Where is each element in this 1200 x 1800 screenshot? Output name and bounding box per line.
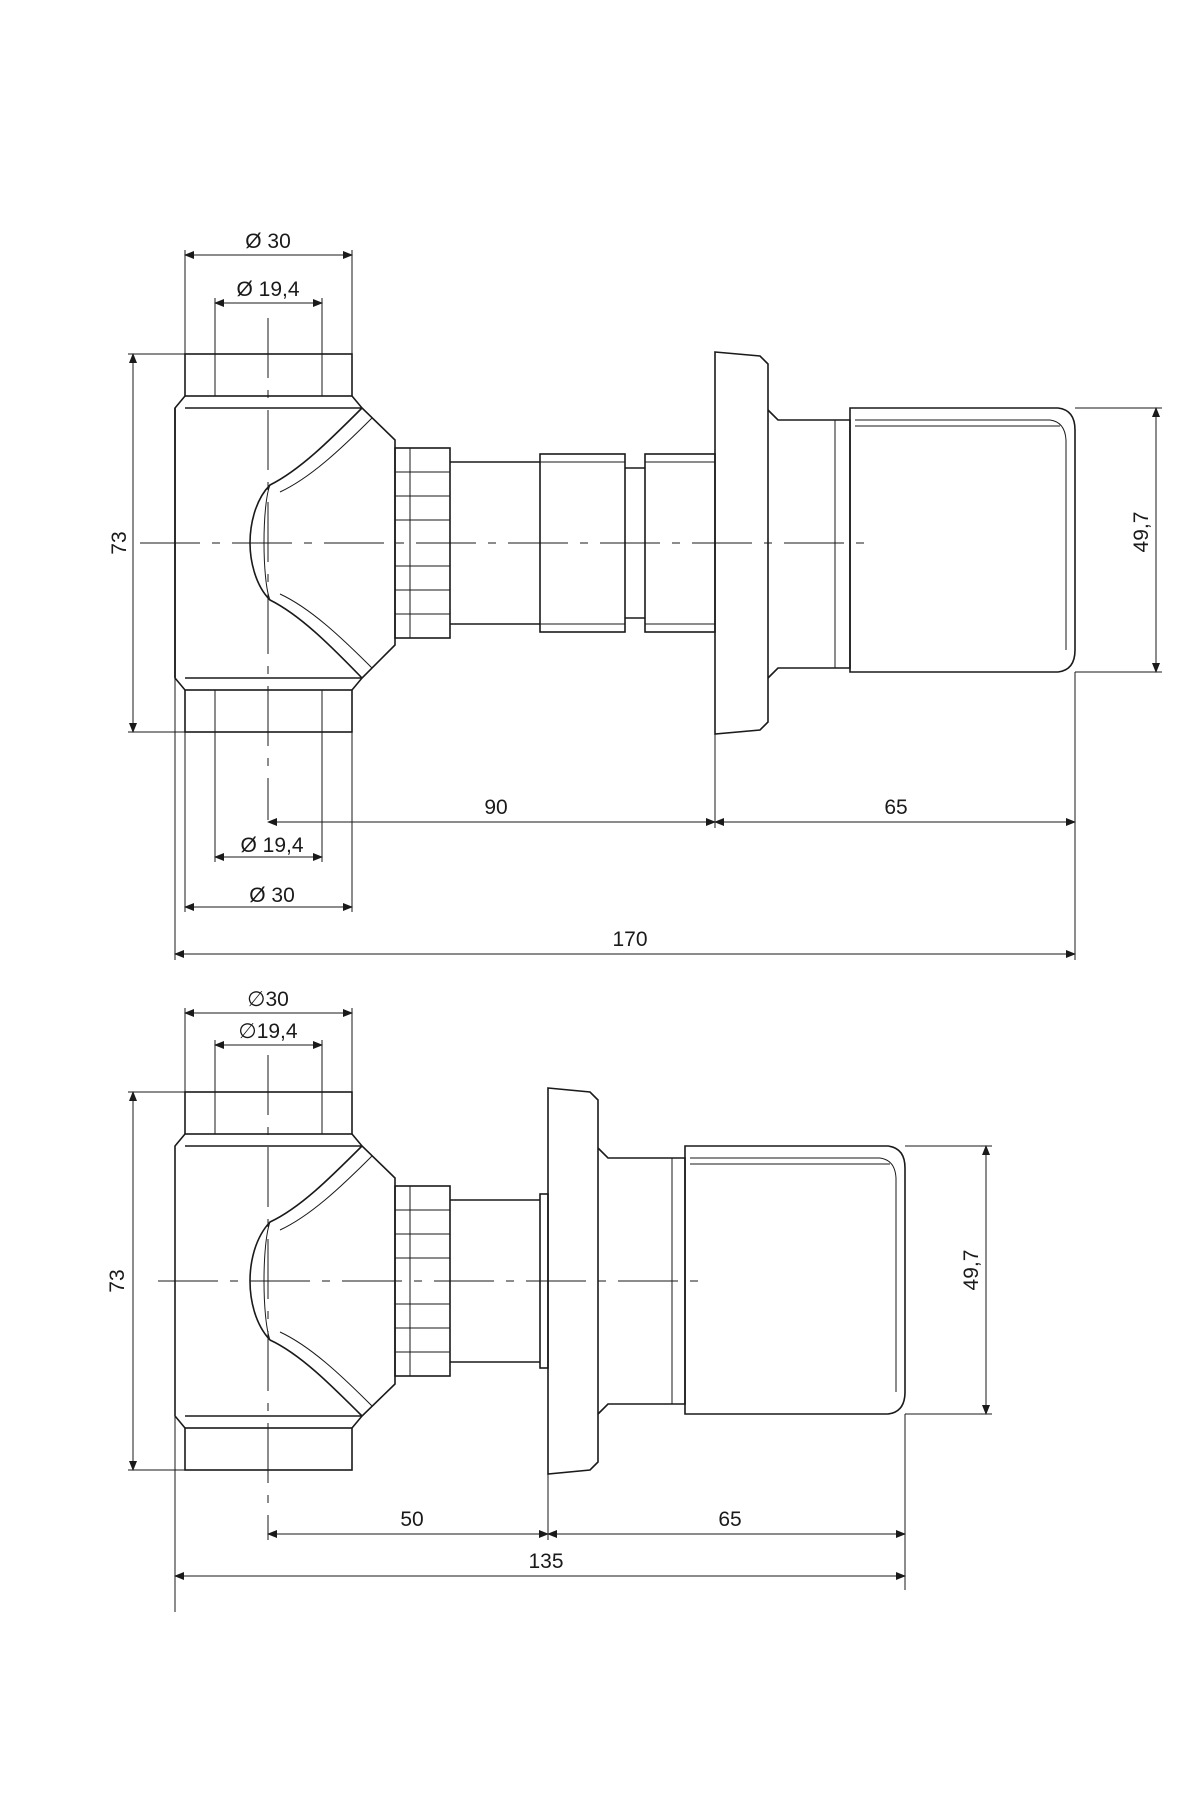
handle-top — [767, 407, 1076, 679]
dim-label: ∅30 — [247, 988, 289, 1011]
dim-label: Ø 19,4 — [240, 834, 303, 857]
dim-label: 170 — [612, 928, 647, 951]
dim-label: 135 — [528, 1550, 563, 1573]
dim-depth-bottom: 50 65 — [267, 1414, 906, 1590]
dim-label: 50 — [400, 1508, 423, 1531]
dim-label: ∅19,4 — [238, 1020, 297, 1043]
dim-total-length-bottom: 135 — [174, 1470, 906, 1612]
dim-label: Ø 19,4 — [236, 278, 299, 301]
dim-label: 73 — [108, 531, 131, 554]
dim-label: 49,7 — [960, 1250, 983, 1291]
dim-inner-diameter-bottom: Ø 19,4 — [214, 732, 323, 862]
dim-label: Ø 30 — [249, 884, 295, 907]
dim-handle-height-bottom: 49,7 — [905, 1145, 992, 1415]
dim-label: 65 — [718, 1508, 741, 1531]
view-top: Ø 30 Ø 19,4 Ø 19,4 Ø 30 73 — [108, 230, 1162, 960]
wall-flange-bottom — [547, 1087, 599, 1500]
dim-outer-diameter-bottom-view: ∅30 — [184, 988, 353, 1092]
dim-label: 65 — [884, 796, 907, 819]
dim-label: 49,7 — [1130, 512, 1153, 553]
dim-label: 90 — [484, 796, 507, 819]
dim-outer-diameter-top: Ø 30 — [184, 230, 353, 354]
wall-flange-top — [714, 351, 769, 760]
dim-inner-diameter-top: Ø 19,4 — [214, 278, 323, 354]
handle-bottom — [597, 1145, 906, 1415]
dim-inner-diameter-bottom-view: ∅19,4 — [214, 1020, 323, 1092]
dim-depth-top: 90 65 — [267, 672, 1076, 960]
dim-label: 73 — [106, 1269, 129, 1292]
view-bottom: ∅30 ∅19,4 73 49,7 50 65 — [106, 988, 992, 1612]
dim-handle-height-top: 49,7 — [1075, 407, 1162, 673]
dim-label: Ø 30 — [245, 230, 291, 253]
dim-total-length-top: 170 — [174, 678, 1076, 960]
